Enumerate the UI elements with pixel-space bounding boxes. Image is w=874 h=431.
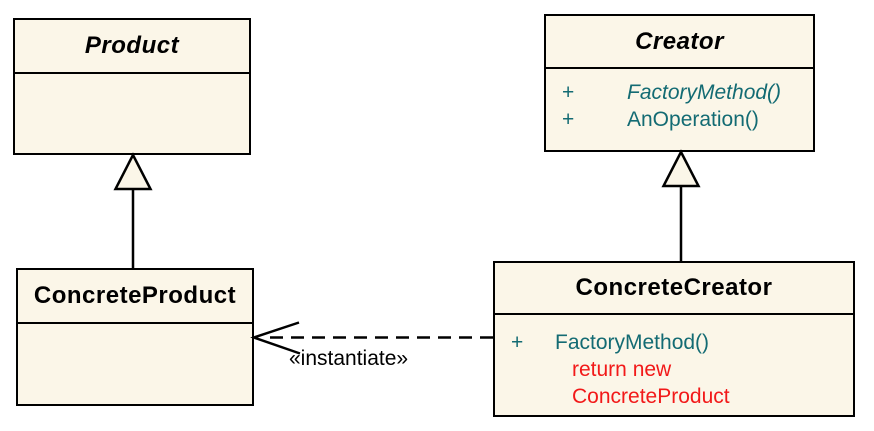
class-body-creator: +FactoryMethod() +AnOperation()	[546, 69, 813, 133]
instantiate-label: «instantiate»	[289, 347, 409, 370]
class-title-creator: Creator	[546, 16, 813, 69]
class-box-product: Product	[13, 18, 251, 155]
pseudocode-concrete-product: ConcreteProduct	[572, 385, 730, 408]
class-title-product: Product	[15, 20, 249, 74]
class-body-concrete-creator: +FactoryMethod() return new ConcreteProd…	[495, 315, 853, 410]
method-factorymethod-abstract: +FactoryMethod()	[562, 81, 782, 104]
method-factorymethod-concrete: +FactoryMethod()	[511, 331, 710, 354]
hollow-triangle-icon	[113, 152, 153, 191]
class-box-concrete-product: ConcreteProduct	[16, 268, 254, 406]
class-box-creator: Creator +FactoryMethod() +AnOperation()	[544, 14, 815, 152]
class-box-concrete-creator: ConcreteCreator +FactoryMethod() return …	[493, 261, 855, 417]
method-anoperation: +AnOperation()	[562, 108, 759, 131]
visibility-plus: +	[562, 108, 575, 131]
class-title-concrete-product: ConcreteProduct	[18, 270, 252, 324]
class-title-concrete-creator: ConcreteCreator	[495, 263, 853, 315]
visibility-plus: +	[511, 331, 524, 354]
generalization-arrow-creator	[661, 149, 701, 261]
pseudocode-return-new: return new	[572, 358, 672, 381]
hollow-triangle-icon	[661, 149, 701, 188]
generalization-arrow-product	[113, 152, 153, 268]
visibility-plus: +	[562, 81, 575, 104]
